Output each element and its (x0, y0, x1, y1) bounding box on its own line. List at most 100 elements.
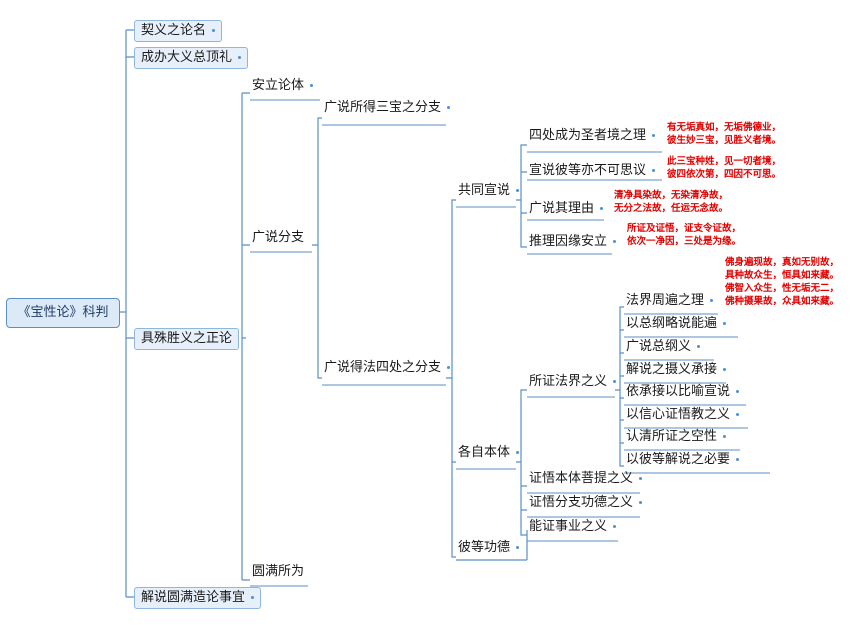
expand-dot-icon (516, 189, 520, 192)
node-shared-4[interactable]: 推理因缘安立 (527, 233, 618, 251)
node-main-treatise[interactable]: 具殊胜义之正论 (134, 328, 240, 350)
node-individual-4[interactable]: 能证事业之义 (527, 518, 618, 536)
node-label: 解说圆满造论事宜 (141, 590, 246, 605)
node-label: 广说分支 (252, 230, 305, 245)
node-dharmadhatu-2[interactable]: 以总纲略说能遍 (624, 315, 728, 333)
expand-dot-icon (212, 29, 216, 32)
note-line: 佛身遍现故，真如无别故， (725, 257, 840, 268)
node-shared-2[interactable]: 宣说彼等亦不可思议 (527, 162, 657, 180)
expand-dot-icon (613, 525, 617, 528)
node-label: 契义之论名 (141, 23, 207, 38)
node-qualities[interactable]: 彼等功德 (456, 539, 521, 557)
node-label: 广说得法四处之分支 (324, 360, 442, 375)
annotation-note-1: 有无垢真如，无垢佛德业， 彼生妙三宝，见胜义者境。 (667, 121, 781, 147)
expand-dot-icon (710, 299, 714, 302)
node-label: 以总纲略说能遍 (626, 316, 718, 331)
node-label: 安立论体 (252, 78, 305, 93)
expand-dot-icon (652, 134, 656, 137)
node-treatise-title[interactable]: 契义之论名 (134, 20, 223, 42)
node-dharmadhatu-7[interactable]: 认清所证之空性 (624, 428, 728, 446)
expand-dot-icon (447, 106, 451, 109)
node-individual-nature[interactable]: 各自本体 (456, 444, 521, 462)
expand-dot-icon (639, 501, 643, 504)
expand-dot-icon (639, 477, 643, 480)
node-label: 宣说彼等亦不可思议 (529, 163, 647, 178)
node-label: 认清所证之空性 (626, 429, 718, 444)
node-label: 以彼等解说之必要 (626, 452, 731, 467)
annotation-note-3: 清净具染故，无染清净故， 无分之法故，任运无念故。 (614, 189, 728, 215)
node-individual-2[interactable]: 证悟本体菩提之义 (527, 470, 644, 488)
node-three-jewels-branch[interactable]: 广说所得三宝之分支 (322, 99, 452, 117)
node-label: 证悟本体菩提之义 (529, 471, 634, 486)
node-shared-1[interactable]: 四处成为圣者境之理 (527, 127, 657, 145)
node-dharmadhatu[interactable]: 所证法界之义 (527, 373, 618, 391)
node-dharmadhatu-3[interactable]: 广说总纲义 (624, 338, 702, 356)
node-label: 共同宣说 (458, 183, 511, 198)
node-dharmadhatu-6[interactable]: 以信心证悟教之义 (624, 406, 741, 424)
expand-dot-icon (736, 390, 740, 393)
node-label: 法界周遍之理 (626, 293, 705, 308)
annotation-note-5: 佛身遍现故，真如无别故， 具种故众生，恒具如来藏。佛智入众生，性无垢无二， 佛种摄果… (725, 256, 839, 308)
note-line: 彼生妙三宝，见胜义者境。 (667, 135, 782, 146)
expand-dot-icon (723, 368, 727, 371)
node-label: 四处成为圣者境之理 (529, 128, 647, 143)
note-line: 清净具染故，无染清净故， (614, 190, 729, 201)
node-label: 证悟分支功德之义 (529, 495, 634, 510)
expand-dot-icon (697, 345, 701, 348)
expand-dot-icon (613, 240, 617, 243)
annotation-note-4: 所证及证悟，证支令证故， 依次一净因，三处是为缘。 (627, 222, 741, 248)
note-line: 彼四依次第，四因不可思。 (667, 169, 782, 180)
expand-dot-icon (723, 435, 727, 438)
node-common-explanation[interactable]: 共同宣说 (456, 182, 521, 200)
node-label: 推理因缘安立 (529, 234, 608, 249)
root-node[interactable]: 《宝性论》科判 (6, 298, 120, 328)
expand-dot-icon (652, 169, 656, 172)
expand-dot-icon (723, 322, 727, 325)
node-shared-3[interactable]: 广说其理由 (527, 200, 605, 218)
node-label: 具殊胜义之正论 (141, 331, 233, 346)
node-label: 所证法界之义 (529, 374, 608, 389)
note-line: 佛智入众生，性无垢无二， (725, 283, 840, 294)
node-label: 能证事业之义 (529, 519, 608, 534)
note-line: 所证及证悟，证支令证故， (627, 223, 742, 234)
note-line: 依次一净因，三处是为缘。 (627, 236, 742, 247)
node-homage[interactable]: 成办大义总顶礼 (134, 47, 249, 69)
node-label: 以信心证悟教之义 (626, 407, 731, 422)
node-individual-3[interactable]: 证悟分支功德之义 (527, 494, 644, 512)
note-line: 有无垢真如，无垢佛德业， (667, 122, 782, 133)
node-label: 广说其理由 (529, 201, 595, 216)
expand-dot-icon (447, 366, 451, 369)
node-dharmadhatu-5[interactable]: 依承接以比喻宣说 (624, 383, 741, 401)
node-label: 广说所得三宝之分支 (324, 100, 442, 115)
expand-dot-icon (516, 451, 520, 454)
expand-dot-icon (238, 56, 242, 59)
node-label: 解说之摄义承接 (626, 362, 718, 377)
note-line: 无分之法故，任运无念故。 (614, 203, 729, 214)
node-establish-body[interactable]: 安立论体 (250, 77, 315, 95)
expand-dot-icon (613, 380, 617, 383)
node-conclusion[interactable]: 解说圆满造论事宜 (134, 587, 262, 609)
node-label: 各自本体 (458, 445, 511, 460)
node-label: 依承接以比喻宣说 (626, 384, 731, 399)
expand-dot-icon (516, 546, 520, 549)
expand-dot-icon (251, 596, 255, 599)
note-line: 此三宝种姓，见一切者境， (667, 156, 782, 167)
node-label: 广说总纲义 (626, 339, 692, 354)
expand-dot-icon (736, 413, 740, 416)
node-completion-purpose[interactable]: 圆满所为 (250, 563, 306, 581)
node-dharmadhatu-1[interactable]: 法界周遍之理 (624, 292, 715, 310)
annotation-note-2: 此三宝种姓，见一切者境， 彼四依次第，四因不可思。 (667, 155, 781, 181)
expand-dot-icon (600, 207, 604, 210)
node-detailed-branches[interactable]: 广说分支 (250, 229, 306, 247)
expand-dot-icon (310, 84, 314, 87)
note-line: 具种故众生，恒具如来藏。 (725, 270, 840, 281)
node-four-places-branch[interactable]: 广说得法四处之分支 (322, 359, 452, 377)
node-dharmadhatu-4[interactable]: 解说之摄义承接 (624, 361, 728, 379)
node-dharmadhatu-8[interactable]: 以彼等解说之必要 (624, 451, 741, 469)
node-label: 成办大义总顶礼 (141, 50, 233, 65)
node-label: 彼等功德 (458, 540, 511, 555)
expand-dot-icon (736, 458, 740, 461)
node-label: 圆满所为 (252, 564, 305, 579)
note-line: 佛种摄果故，众具如来藏。 (725, 296, 840, 307)
